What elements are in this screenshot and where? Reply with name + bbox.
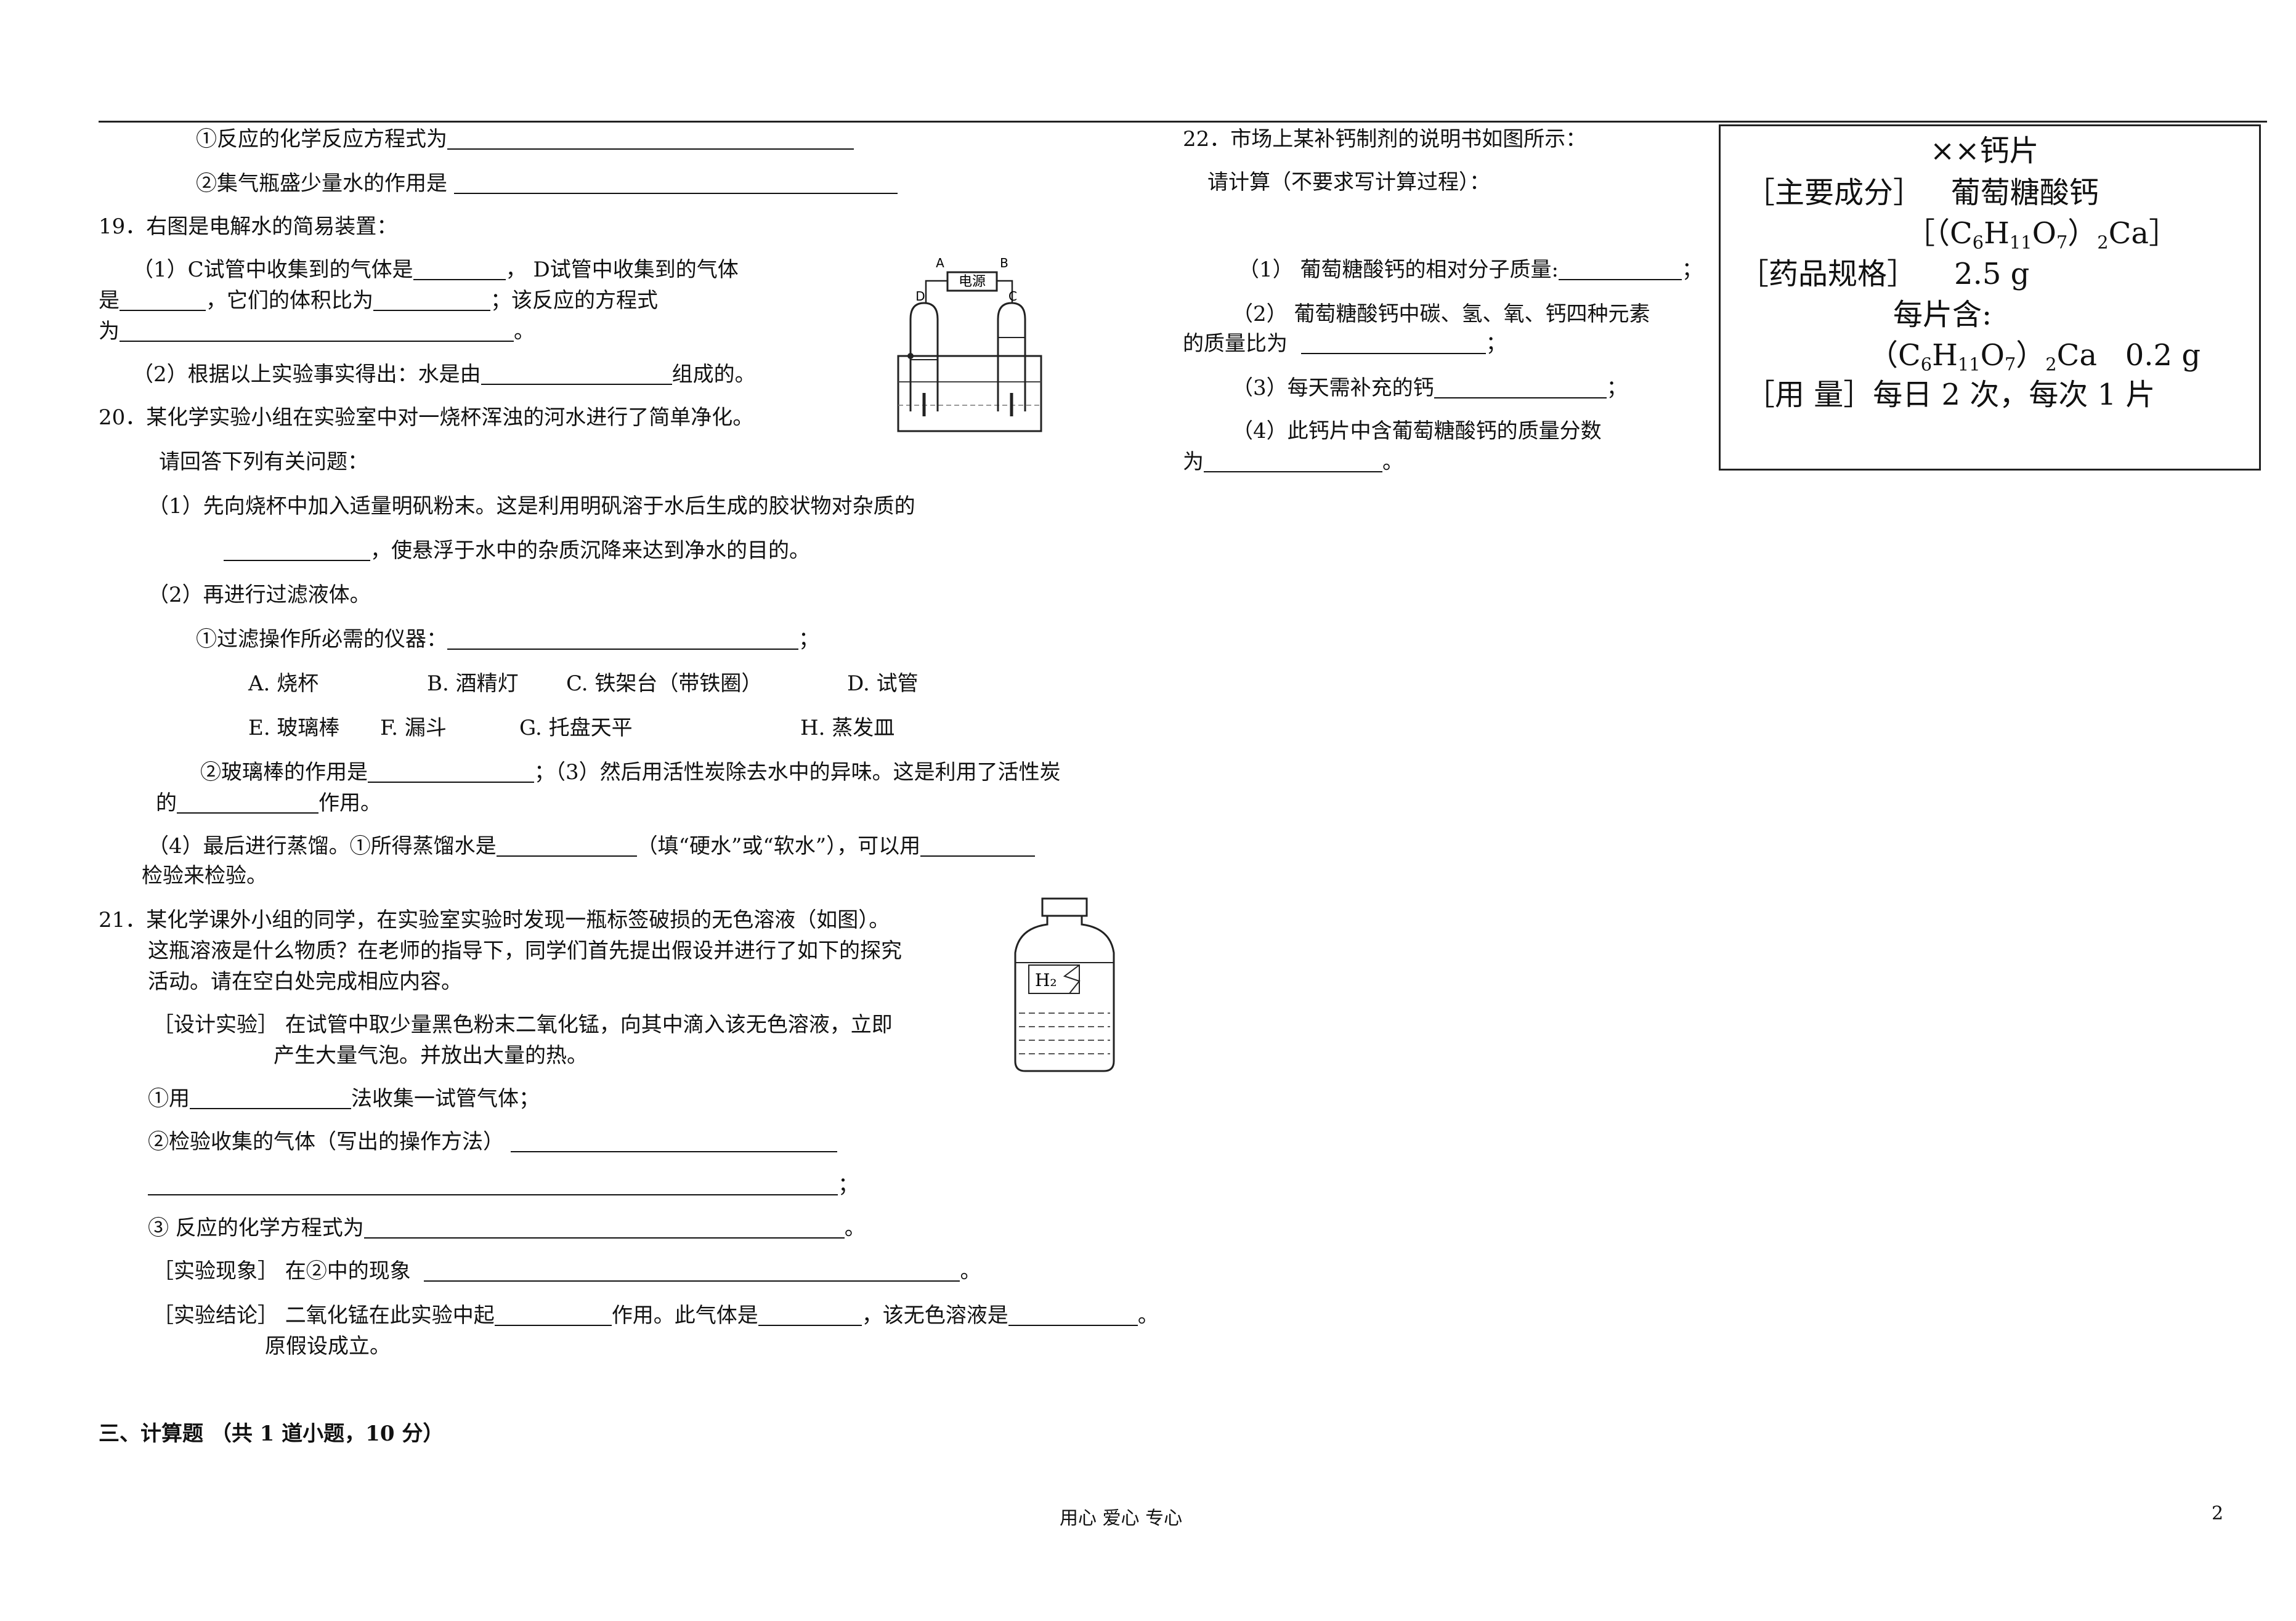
answer-blank[interactable] (190, 1089, 351, 1109)
answer-blank[interactable] (447, 130, 854, 150)
answer-blank[interactable] (120, 322, 514, 342)
q21-a: ①用法收集一试管气体； (148, 1086, 540, 1111)
q22-part1: （1） 葡萄糖酸钙的相对分子质量:； (1238, 257, 1703, 282)
answer-blank[interactable] (177, 794, 318, 814)
q21-phenomenon: ［实验现象］ 在②中的现象 。 (153, 1259, 981, 1283)
label-c: C (1008, 289, 1017, 304)
spec-row: ［药品规格］ 2.5 g (1739, 257, 2030, 291)
section-3-heading: 三、计算题 （共 1 道小题，10 分） (99, 1421, 444, 1446)
answer-blank[interactable] (1204, 453, 1382, 472)
tablet-title: ××钙片 (1930, 134, 2039, 168)
q21-line2: 这瓶溶液是什么物质？在老师的指导下，同学们首先提出假设并进行了如下的探究 (148, 939, 902, 963)
main-ingredient-row: ［主要成分］ 葡萄糖酸钙 (1745, 176, 2099, 210)
answer-blank[interactable] (510, 1133, 837, 1152)
q20-part2a: ①过滤操作所必需的仪器：； (196, 627, 819, 652)
answer-blank[interactable] (1300, 334, 1486, 354)
q22-part4: （4）此钙片中含葡萄糖酸钙的质量分数 (1232, 419, 1602, 443)
q19-part1: （1）C试管中收集到的气体是， D试管中收集到的气体 (132, 257, 739, 282)
answer-blank[interactable] (1008, 1306, 1138, 1326)
q20-part2: （2）再进行过滤液体。 (148, 583, 371, 607)
q20-part1: （1）先向烧杯中加入适量明矾粉末。这是利用明矾溶于水后生成的胶状物对杂质的 (148, 494, 915, 519)
per-piece-formula: （C6H11O7）2Ca 0.2 g (1868, 338, 2201, 375)
q22-intro: 请计算（不要求写计算过程）： (1207, 170, 1490, 195)
q20-part3-cont: 的作用。 (156, 791, 381, 815)
answer-blank[interactable] (148, 1176, 838, 1195)
answer-blank[interactable] (120, 291, 206, 311)
q22-part3: （3）每天需补充的钙； (1232, 376, 1628, 400)
q19-part1-eq: 为。 (99, 319, 535, 344)
q21-conclusion: ［实验结论］ 二氧化锰在此实验中起作用。此气体是，该无色溶液是。 (153, 1303, 1159, 1328)
calcium-tablet-label-box: ××钙片 ［主要成分］ 葡萄糖酸钙 ［（C6H11O7）2Ca］ ［药品规格］ … (1719, 124, 2261, 471)
q21-design: ［设计实验］ 在试管中取少量黑色粉末二氧化锰，向其中滴入该无色溶液，立即 (153, 1013, 893, 1037)
q22-part2-cont: 的质量比为 ； (1183, 331, 1507, 356)
power-source-label: 电源 (959, 274, 986, 289)
answer-blank[interactable] (413, 261, 506, 280)
top-rule (99, 121, 2267, 123)
answer-blank[interactable] (496, 837, 637, 857)
q21-line3: 活动。请在空白处完成相应内容。 (148, 969, 462, 994)
q22-title: 22．市场上某补钙制剂的说明书如图所示： (1183, 127, 1587, 152)
answer-blank[interactable] (758, 1306, 862, 1326)
answer-blank[interactable] (494, 1306, 612, 1326)
answer-blank[interactable] (1434, 379, 1607, 398)
answer-blank[interactable] (224, 541, 370, 561)
q21-b: ②检验收集的气体（写出的操作方法） (148, 1128, 837, 1155)
answer-blank[interactable] (424, 1262, 960, 1282)
bottle-label-h2: H₂ (1035, 970, 1057, 990)
dose-row: ［用 量］每日 2 次，每次 1 片 (1745, 378, 2156, 412)
answer-blank[interactable] (1558, 261, 1682, 280)
q21-c: ③ 反应的化学方程式为。 (148, 1216, 866, 1240)
q22-part4-cont: 为。 (1183, 450, 1403, 474)
main-formula: ［（C6H11O7）2Ca］ (1905, 216, 2178, 253)
q21-conclusion-cont: 原假设成立。 (265, 1334, 391, 1359)
q20-intro: 请回答下列有关问题： (159, 450, 368, 474)
label-b: B (1000, 256, 1008, 270)
answer-blank[interactable] (363, 1219, 845, 1239)
answer-blank[interactable] (920, 837, 1036, 857)
reagent-bottle-figure: H₂ (1014, 897, 1115, 1072)
q18-line1: ①反应的化学反应方程式为 (196, 126, 854, 153)
footer-motto: 用心 爱心 专心 (1060, 1508, 1183, 1529)
q19-title: 19．右图是电解水的简易装置： (99, 214, 398, 239)
q20-part4: （4）最后进行蒸馏。①所得蒸馏水是（填“硬水”或“软水”），可以用 (148, 833, 1036, 860)
answer-blank[interactable] (453, 174, 898, 194)
page-number: 2 (2212, 1503, 2224, 1524)
answer-blank[interactable] (481, 365, 672, 385)
q20-part1-cont: ，使悬浮于水中的杂质沉降来达到净水的目的。 (224, 537, 810, 564)
q21-design2: 产生大量气泡。并放出大量的热。 (274, 1043, 588, 1068)
electrolysis-apparatus-figure: 电源 A B D C (897, 256, 1042, 432)
q21-b-cont: ； (148, 1171, 859, 1199)
q20-title: 20．某化学实验小组在实验室中对一烧杯浑浊的河水进行了简单净化。 (99, 405, 754, 430)
label-a: A (936, 256, 944, 270)
answer-blank[interactable] (447, 630, 798, 650)
q20-part2b-3: ②玻璃棒的作用是；（3）然后用活性炭除去水中的异味。这是利用了活性炭 (200, 760, 1061, 785)
q19-part2: （2）根据以上实验事实得出：水是由组成的。 (132, 362, 756, 387)
label-d: D (915, 289, 925, 304)
per-piece-label: 每片含: (1893, 297, 1992, 332)
answer-blank[interactable] (368, 763, 534, 783)
q18-line2: ②集气瓶盛少量水的作用是 (196, 170, 898, 197)
q21-line1: 21．某化学课外小组的同学，在实验室实验时发现一瓶标签破损的无色溶液（如图）。 (99, 908, 890, 932)
q20-part4-cont: 检验来检验。 (142, 863, 267, 888)
q19-part1-cont: 是，它们的体积比为；该反应的方程式 (99, 288, 658, 313)
answer-blank[interactable] (373, 291, 490, 311)
q22-part2: （2） 葡萄糖酸钙中碳、氢、氧、钙四种元素 (1232, 302, 1650, 326)
